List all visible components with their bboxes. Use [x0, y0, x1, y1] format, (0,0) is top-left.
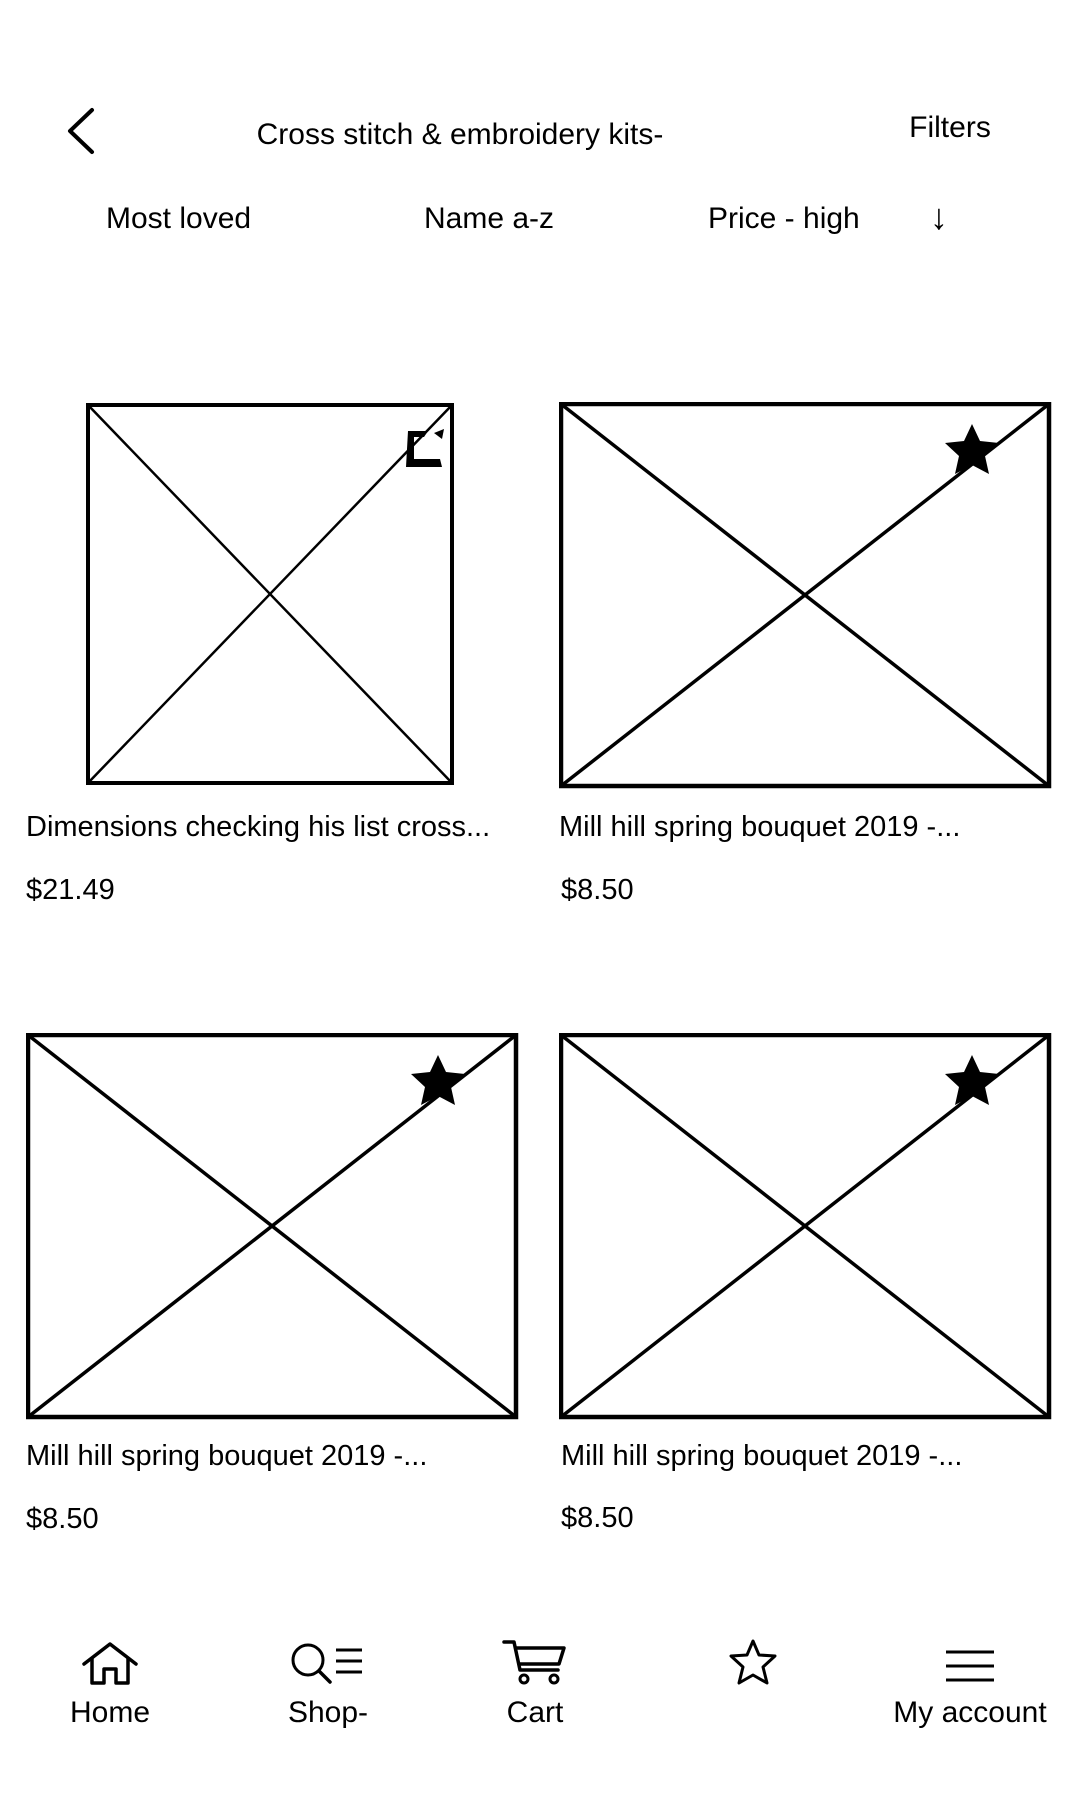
product-price: $8.50 — [26, 1503, 99, 1535]
nav-label: Home — [69, 1696, 151, 1729]
product-title[interactable]: Dimensions checking his list cross... — [26, 811, 491, 843]
product-price: $21.49 — [26, 874, 115, 906]
product-title[interactable]: Mill hill spring bouquet 2019 -... — [26, 1440, 428, 1472]
product-image[interactable] — [26, 1033, 520, 1421]
product-price: $8.50 — [561, 874, 634, 906]
star-filled-icon[interactable] — [411, 1055, 465, 1105]
cart-icon — [502, 1630, 568, 1686]
menu-icon — [944, 1630, 996, 1686]
product-title[interactable]: Mill hill spring bouquet 2019 -... — [561, 1440, 963, 1472]
filters-button[interactable]: Filters — [909, 111, 991, 144]
sort-price-high[interactable]: Price - high — [708, 202, 860, 235]
star-broken-icon[interactable] — [406, 429, 444, 467]
star-filled-icon[interactable] — [945, 1055, 999, 1105]
star-filled-icon[interactable] — [945, 424, 999, 474]
product-title[interactable]: Mill hill spring bouquet 2019 -... — [559, 811, 961, 843]
product-image[interactable] — [559, 402, 1053, 790]
nav-label: Cart — [506, 1696, 564, 1729]
sort-most-loved[interactable]: Most loved — [106, 202, 252, 235]
product-image[interactable] — [559, 1033, 1053, 1421]
nav-label: My account — [893, 1696, 1047, 1729]
nav-my-account[interactable]: My account — [875, 1630, 1065, 1760]
nav-shop[interactable]: Shop- — [233, 1630, 423, 1760]
page-title: Cross stitch & embroidery kits- — [256, 118, 664, 151]
nav-label: Shop- — [287, 1696, 369, 1729]
search-list-icon — [288, 1630, 368, 1686]
star-outline-icon — [725, 1630, 781, 1686]
chevron-left-icon — [68, 108, 94, 154]
nav-cart[interactable]: Cart — [440, 1630, 630, 1760]
product-image[interactable] — [86, 403, 456, 788]
home-icon — [80, 1630, 140, 1686]
nav-home[interactable]: Home — [15, 1630, 205, 1760]
back-button[interactable] — [56, 100, 106, 160]
sort-direction-arrow-icon[interactable]: ↓ — [930, 196, 948, 237]
nav-favorites[interactable] — [658, 1630, 848, 1760]
product-price: $8.50 — [561, 1502, 634, 1534]
sort-name-az[interactable]: Name a-z — [424, 202, 555, 235]
